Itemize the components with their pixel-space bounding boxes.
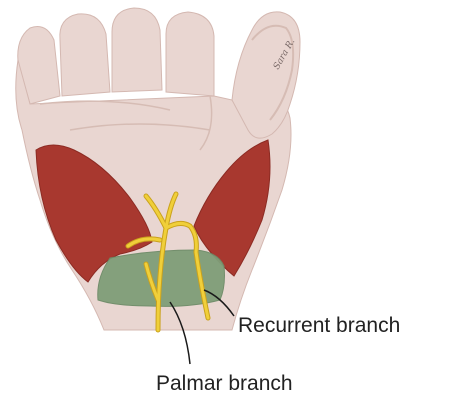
index-finger (166, 12, 214, 96)
ring-finger (60, 14, 110, 96)
middle-finger (112, 8, 162, 92)
recurrent-branch-label: Recurrent branch (238, 314, 400, 337)
palmar-branch-label: Palmar branch (156, 372, 293, 395)
